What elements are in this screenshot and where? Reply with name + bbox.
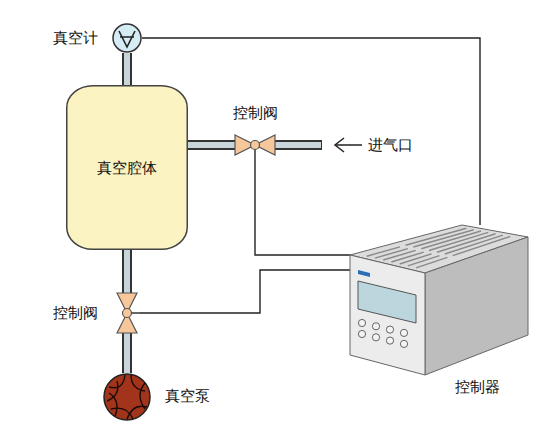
gauge-dial bbox=[113, 24, 141, 52]
control-button bbox=[358, 319, 365, 326]
pipe-body bbox=[124, 53, 130, 85]
inlet-pipe-body bbox=[273, 142, 321, 148]
node-label: 真空计 bbox=[53, 29, 98, 47]
vacuum-pipe bbox=[188, 145, 235, 146]
pipe-body bbox=[124, 333, 130, 373]
inlet-arrow-head bbox=[335, 138, 344, 152]
wire-path bbox=[255, 158, 350, 255]
vent-slot bbox=[367, 247, 400, 256]
control-button bbox=[386, 326, 393, 333]
vent-slot bbox=[406, 228, 467, 245]
vent-slot bbox=[416, 257, 447, 267]
pipe-outline bbox=[188, 140, 235, 150]
pipe-outline bbox=[122, 333, 132, 373]
vent-slot bbox=[437, 234, 496, 252]
vacuum-chamber: 真空腔体 bbox=[66, 85, 188, 250]
control-button bbox=[400, 340, 407, 347]
shape-outline bbox=[235, 132, 275, 158]
node-label: 控制阀 bbox=[233, 104, 278, 122]
pump-vane bbox=[109, 393, 117, 416]
node-label: 控制阀 bbox=[53, 304, 98, 322]
node-label: 真空腔体 bbox=[97, 159, 157, 177]
shape-outline bbox=[112, 23, 142, 53]
valve-actuator bbox=[251, 141, 260, 150]
shape-outline bbox=[103, 373, 151, 421]
chamber-body bbox=[67, 86, 188, 250]
controller-buttons bbox=[358, 319, 407, 347]
pipe-outline bbox=[122, 250, 132, 293]
control-button bbox=[386, 337, 393, 344]
signal-wire bbox=[142, 38, 480, 225]
wire-path bbox=[142, 38, 480, 225]
control-button bbox=[372, 323, 379, 330]
controller-front bbox=[350, 255, 425, 375]
inlet-pipe-outline bbox=[273, 140, 322, 150]
shape-outline bbox=[350, 225, 528, 375]
valve-actuator bbox=[123, 309, 132, 318]
controller-unit: 控制器 bbox=[350, 225, 528, 375]
pump-vane bbox=[107, 381, 118, 401]
controller-side bbox=[425, 237, 528, 375]
node-label: 控制器 bbox=[455, 378, 500, 396]
vent-slot bbox=[413, 230, 473, 247]
vent-slot bbox=[445, 235, 503, 254]
inlet-control-valve: 控制阀 bbox=[235, 132, 275, 158]
signal-wire bbox=[140, 270, 350, 313]
controller-vents bbox=[367, 228, 510, 267]
pump-vane bbox=[140, 383, 145, 409]
vent-slot bbox=[391, 252, 423, 262]
pipe-body bbox=[188, 142, 235, 148]
shape-outline bbox=[114, 293, 140, 333]
controller-screen bbox=[358, 281, 416, 323]
inlet-arrow-shaft bbox=[335, 144, 362, 146]
gauge-symbol bbox=[119, 31, 135, 47]
inlet-arrow bbox=[335, 138, 362, 152]
vent-slot bbox=[453, 236, 511, 255]
vacuum-pipe bbox=[127, 53, 128, 85]
vacuum-pump: 真空泵 bbox=[103, 373, 151, 421]
vent-slot bbox=[383, 250, 416, 260]
pump-vane bbox=[131, 375, 145, 391]
controller-logo bbox=[358, 270, 370, 277]
pump-rotor bbox=[104, 374, 150, 420]
signal-wire bbox=[255, 158, 350, 255]
inlet-label: 进气口 bbox=[368, 136, 413, 154]
node-label: 真空泵 bbox=[165, 387, 210, 405]
vent-slot bbox=[375, 249, 408, 258]
vacuum-pipe bbox=[127, 250, 128, 293]
pipe-body bbox=[124, 250, 130, 293]
vent-slot bbox=[429, 232, 488, 250]
pipe-outline bbox=[122, 53, 132, 85]
vacuum-pipe bbox=[127, 333, 128, 373]
pump-control-valve: 控制阀 bbox=[114, 293, 140, 333]
inlet-pipe bbox=[273, 145, 322, 146]
vent-slot bbox=[421, 231, 481, 249]
pump-housing bbox=[104, 374, 150, 420]
control-button bbox=[400, 329, 407, 336]
control-button bbox=[358, 330, 365, 337]
vent-slot bbox=[400, 254, 432, 264]
vent-slot bbox=[408, 256, 440, 266]
vacuum-gauge: 真空计 bbox=[112, 23, 142, 53]
wire-path bbox=[140, 270, 350, 313]
control-button bbox=[372, 334, 379, 341]
